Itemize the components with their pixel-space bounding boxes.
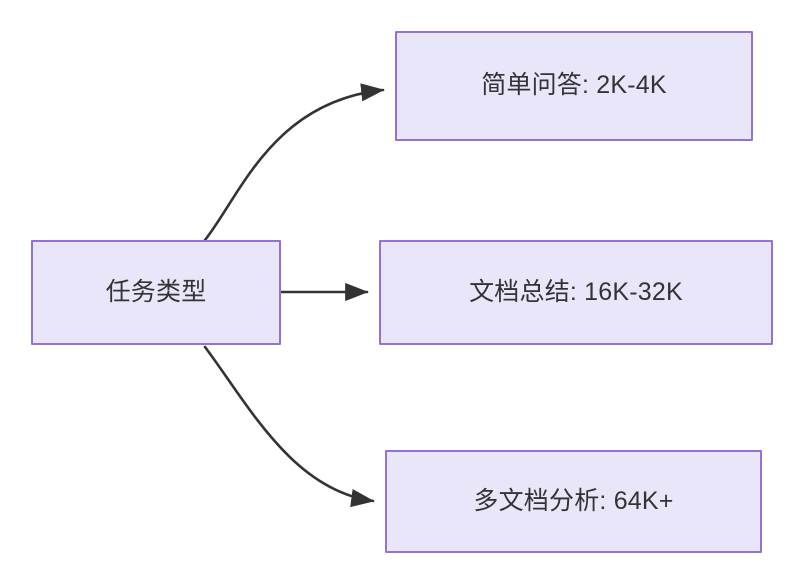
node-doc-summary[interactable]: 文档总结: 16K-32K (379, 240, 773, 345)
node-simple-qa[interactable]: 简单问答: 2K-4K (395, 31, 753, 141)
node-task-type-label: 任务类型 (105, 277, 207, 306)
edge-task-type-to-simple-qa (203, 83, 385, 242)
edge-task-type-to-multi-doc (203, 345, 375, 508)
node-multi-doc-analysis-label: 多文档分析: 64K+ (473, 486, 674, 515)
node-task-type[interactable]: 任务类型 (31, 240, 281, 345)
node-multi-doc-analysis[interactable]: 多文档分析: 64K+ (385, 450, 762, 553)
node-simple-qa-label: 简单问答: 2K-4K (481, 71, 667, 100)
node-doc-summary-label: 文档总结: 16K-32K (469, 277, 683, 306)
